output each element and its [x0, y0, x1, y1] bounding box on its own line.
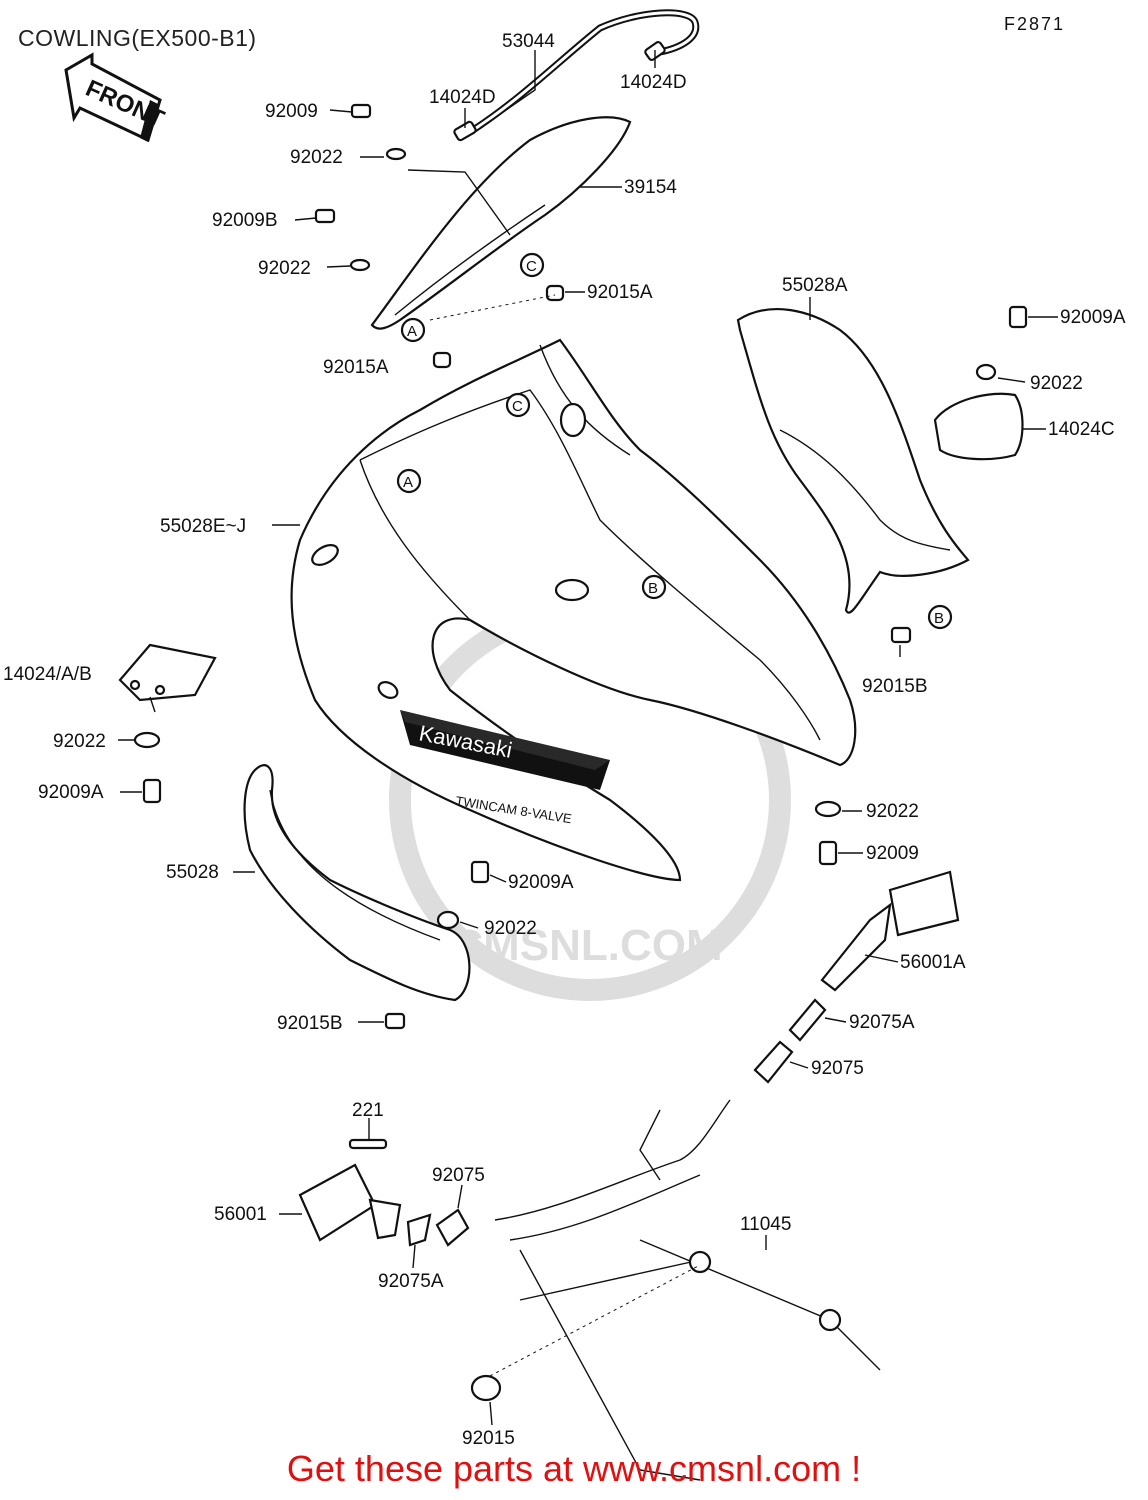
- part-label: 221: [352, 1100, 384, 1121]
- part-label: 92009A: [1060, 307, 1126, 328]
- part-label: 53044: [502, 31, 555, 52]
- leader-lines: [118, 50, 1058, 1426]
- ref-a: A: [407, 323, 417, 340]
- part-label: 92075A: [849, 1012, 915, 1033]
- front-arrow: FRONT: [64, 52, 168, 143]
- part-label: 14024/A/B: [3, 664, 92, 685]
- part-label: 92015B: [862, 676, 928, 697]
- part-label: 92009: [866, 843, 919, 864]
- part-label: 14024D: [429, 87, 496, 108]
- part-labels: 53044 14024D 14024D 92009 92022 39154 92…: [3, 31, 1126, 1449]
- part-label: 39154: [624, 177, 677, 198]
- part-label: 92075A: [378, 1271, 444, 1292]
- lower-cowl: [243, 764, 471, 1002]
- ref-c: C: [526, 258, 537, 275]
- ref-b: B: [648, 580, 658, 597]
- ref-c: C: [512, 398, 523, 415]
- part-label: 92022: [1030, 373, 1083, 394]
- part-label: 92009B: [212, 210, 278, 231]
- part-label: 92022: [866, 801, 919, 822]
- footer-link[interactable]: Get these parts at www.cmsnl.com !: [286, 1448, 862, 1489]
- ref-a: A: [403, 474, 413, 491]
- part-label: 55028A: [782, 275, 848, 296]
- part-label: 92015A: [323, 357, 389, 378]
- part-label: 92022: [53, 731, 106, 752]
- part-label: 55028: [166, 862, 219, 883]
- part-label: 92009A: [508, 872, 574, 893]
- mirror-right: [820, 870, 960, 992]
- part-label: 92022: [258, 258, 311, 279]
- part-label: 92022: [484, 918, 537, 939]
- mirror-left: [298, 1163, 402, 1242]
- right-side-panel: [736, 308, 970, 614]
- part-label: 14024D: [620, 72, 687, 93]
- part-label: 56001: [214, 1204, 267, 1225]
- part-label: 92075: [432, 1165, 485, 1186]
- hardware: [133, 103, 1028, 1402]
- part-label: 11045: [740, 1214, 791, 1235]
- part-label: 55028E~J: [160, 516, 246, 537]
- part-label: 92015A: [587, 282, 653, 303]
- part-label: 92075: [811, 1058, 864, 1079]
- part-label: 92015B: [277, 1013, 343, 1034]
- ref-b: B: [934, 610, 944, 627]
- small-plates: [406, 998, 827, 1247]
- diagram-title: COWLING(EX500-B1): [18, 25, 257, 51]
- bracket-14024ab: [118, 643, 217, 702]
- cowling-stay: [494, 1099, 881, 1481]
- hose: [453, 9, 700, 142]
- figure-code: F2871: [1004, 14, 1065, 34]
- bracket-14024c: [933, 392, 1024, 461]
- part-label: 92015: [462, 1428, 515, 1449]
- part-label: 14024C: [1048, 419, 1115, 440]
- part-label: 56001A: [900, 952, 966, 973]
- part-label: 92009: [265, 101, 318, 122]
- part-label: 92022: [290, 147, 343, 168]
- part-label: 92009A: [38, 782, 104, 803]
- ref-markers: A C C A B B: [396, 252, 953, 630]
